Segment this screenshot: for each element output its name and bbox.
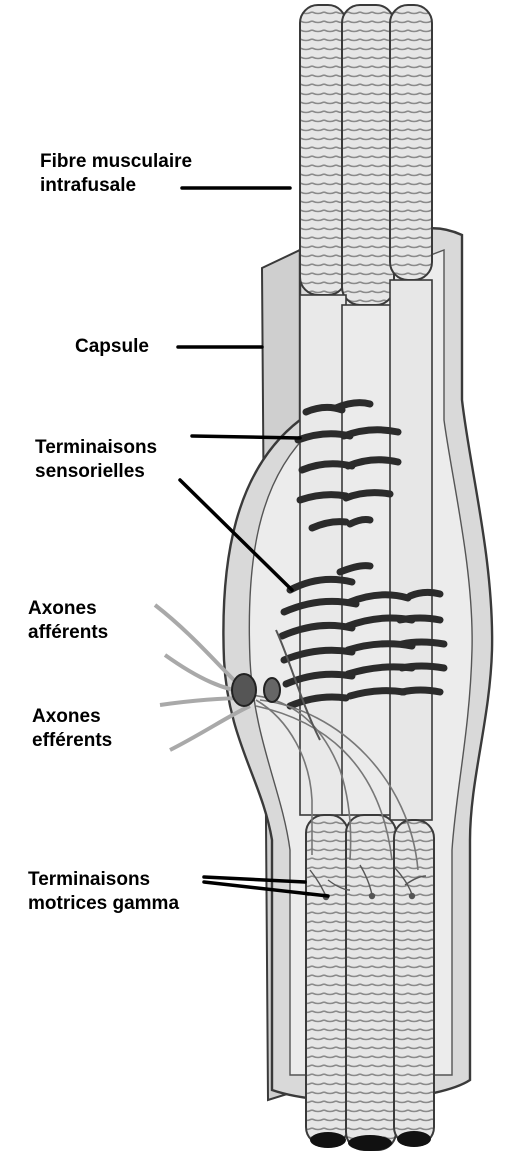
label-intrafusal-fibre: Fibre musculaire intrafusale — [40, 150, 192, 198]
leader-sensory-1 — [192, 436, 300, 438]
label-sensory-endings-line2: sensorielles — [35, 460, 157, 484]
label-gamma-motor-endings-line2: motrices gamma — [28, 892, 179, 916]
label-efferent-axons: Axones efférents — [32, 705, 112, 753]
fibre-right-mid — [390, 280, 432, 820]
fibre-middle-bottom — [346, 815, 396, 1150]
label-sensory-endings-line1: Terminaisons — [35, 436, 157, 460]
fibre-end-left — [310, 1132, 346, 1148]
label-afferent-axons-line2: afférents — [28, 621, 108, 645]
fibre-middle-mid — [342, 305, 394, 815]
label-capsule-line1: Capsule — [75, 335, 149, 359]
label-gamma-motor-endings: Terminaisons motrices gamma — [28, 868, 179, 916]
fibre-left-bottom — [306, 815, 348, 1145]
fibre-right-bottom — [394, 820, 434, 1145]
fibre-right-top — [390, 5, 432, 280]
label-capsule: Capsule — [75, 335, 149, 359]
fibre-end-right — [397, 1131, 431, 1147]
label-intrafusal-fibre-line1: Fibre musculaire — [40, 150, 192, 174]
label-afferent-axons-line1: Axones — [28, 597, 108, 621]
fibre-middle-top — [342, 5, 394, 305]
label-afferent-axons: Axones afférents — [28, 597, 108, 645]
nerve-junction — [264, 678, 280, 702]
label-efferent-axons-line1: Axones — [32, 705, 112, 729]
nerve-bundle — [232, 674, 256, 706]
label-sensory-endings: Terminaisons sensorielles — [35, 436, 157, 484]
label-gamma-motor-endings-line1: Terminaisons — [28, 868, 179, 892]
label-efferent-axons-line2: efférents — [32, 729, 112, 753]
fibre-end-middle — [348, 1135, 392, 1151]
label-intrafusal-fibre-line2: intrafusale — [40, 174, 192, 198]
fibre-left-top — [300, 5, 346, 295]
